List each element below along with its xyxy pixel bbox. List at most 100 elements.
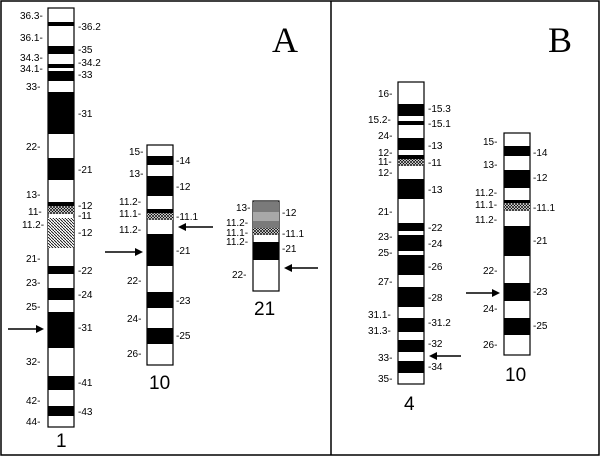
band-label: 23- xyxy=(26,278,40,289)
band-label: -11.1 xyxy=(282,229,304,240)
band-label: -14 xyxy=(176,156,191,167)
band-label: -23 xyxy=(533,287,548,298)
band-label: -22 xyxy=(428,223,443,234)
band-label: -12 xyxy=(176,182,191,193)
band-label: 11- xyxy=(28,207,42,218)
band-label: -43 xyxy=(78,407,93,418)
band-label: 22- xyxy=(127,276,141,287)
band-label: 11.1- xyxy=(226,228,248,239)
band-label: 11.2- xyxy=(22,220,44,231)
band-label: -24 xyxy=(428,239,443,250)
band-label: 11.2- xyxy=(475,188,497,199)
band-label: -36.2 xyxy=(78,22,101,33)
band-label: 25- xyxy=(378,248,392,259)
band-label: 26- xyxy=(483,340,497,351)
band-label: 21- xyxy=(26,254,40,265)
band-label: -33 xyxy=(78,70,93,81)
band-label: 12- xyxy=(378,148,392,159)
band-label: -12 xyxy=(78,201,93,212)
panel-label-b: B xyxy=(548,20,572,60)
band-label: 27- xyxy=(378,277,392,288)
band-label: 31.1- xyxy=(368,310,391,321)
band-label: 11- xyxy=(378,157,392,168)
band-label: 15- xyxy=(129,147,143,158)
band-label: 11.1- xyxy=(119,209,141,220)
chromosome-4-ideogram xyxy=(397,81,425,385)
chromosome-10a-arrow-left xyxy=(105,248,143,256)
band-label: 25- xyxy=(26,302,40,313)
band-label: 35- xyxy=(378,374,392,385)
band-label: -11.1 xyxy=(533,203,555,214)
chromosome-21-left-labels: 13- 11.2- 11.1- 11.2- 22- xyxy=(226,203,250,281)
chromosome-10a-number: 10 xyxy=(149,373,170,394)
band-label: 33- xyxy=(378,353,392,364)
band-label: 22- xyxy=(26,142,40,153)
band-label: 13- xyxy=(483,160,497,171)
band-label: 11.2- xyxy=(226,237,248,248)
chromosome-21-arrow xyxy=(284,264,318,272)
band-label: 15.2- xyxy=(368,115,391,126)
chromosome-10b-left-labels: 15- 13- 11.2- 11.1- 11.2- 22- 24- 26- xyxy=(475,137,497,351)
band-label: 36.1- xyxy=(20,33,43,44)
band-label: -31 xyxy=(78,323,93,334)
band-label: 44- xyxy=(26,417,40,428)
band-label: -25 xyxy=(176,331,191,342)
chromosome-1-left-labels: 36.3- 36.1- 34.3- 34.1- 33- 22- 13- 11- … xyxy=(20,11,44,428)
chromosome-10a-right-labels: -14 -12 -11.1 -21 -23 -25 xyxy=(176,156,198,342)
chromosome-4-arrow xyxy=(429,352,461,360)
chromosome-21-number: 21 xyxy=(254,299,275,320)
band-label: -13 xyxy=(428,141,443,152)
chromosome-10b-ideogram xyxy=(503,132,531,356)
chromosome-10b-right-labels: -14 -12 -11.1 -21 -23 -25 xyxy=(533,148,555,332)
chromosome-4-right-labels: -15.3 -15.1 -13 -11 -13 -22 -24 -26 -28 … xyxy=(428,104,451,373)
chromosome-1-number: 1 xyxy=(56,431,67,452)
band-label: 12- xyxy=(378,168,392,179)
band-label: -21 xyxy=(533,236,548,247)
band-label: -28 xyxy=(428,293,443,304)
band-label: -15.3 xyxy=(428,104,451,115)
band-label: 11.1- xyxy=(475,200,497,211)
band-label: 32- xyxy=(26,357,40,368)
chromosome-1-ideogram xyxy=(47,7,75,428)
band-label: 22- xyxy=(232,270,246,281)
band-label: 15- xyxy=(483,137,497,148)
band-label: 33- xyxy=(26,82,40,93)
band-label: -25 xyxy=(533,321,548,332)
band-label: -21 xyxy=(176,246,191,257)
band-label: 24- xyxy=(378,131,392,142)
band-label: -12 xyxy=(533,173,548,184)
band-label: 24- xyxy=(127,314,141,325)
chromosome-1-right-labels: -36.2 -35 -34.2 -33 -31 -21 -12 -11 -12 … xyxy=(78,22,101,418)
band-label: -15.1 xyxy=(428,119,451,130)
chromosome-10a-arrow-right xyxy=(178,223,213,231)
band-label: 42- xyxy=(26,396,40,407)
band-label: -34.2 xyxy=(78,58,101,69)
band-label: 22- xyxy=(483,266,497,277)
band-label: 21- xyxy=(378,207,392,218)
band-label: -13 xyxy=(428,185,443,196)
band-label: -11 xyxy=(428,158,442,169)
band-label: 26- xyxy=(127,349,141,360)
band-label: 34.1- xyxy=(20,64,43,75)
band-label: -32 xyxy=(428,339,443,350)
band-label: -22 xyxy=(78,266,93,277)
chromosome-4-number: 4 xyxy=(404,394,415,415)
band-label: -31.2 xyxy=(428,318,451,329)
band-label: -34 xyxy=(428,362,443,373)
chromosome-1-arrow xyxy=(8,325,44,333)
band-label: -35 xyxy=(78,45,93,56)
chromosome-10b-arrow xyxy=(466,289,500,297)
band-label: -12 xyxy=(282,208,297,219)
band-label: -21 xyxy=(282,244,297,255)
band-label: 31.3- xyxy=(368,326,391,337)
chromosome-4-left-labels: 16- 15.2- 24- 12- 11- 12- 21- 23- 25- 27… xyxy=(368,89,392,385)
band-label: 11.2- xyxy=(226,218,248,229)
chromosome-21-ideogram xyxy=(252,200,280,292)
band-label: 13- xyxy=(26,190,40,201)
band-label: 24- xyxy=(483,304,497,315)
band-label: 13- xyxy=(129,169,143,180)
band-label: 23- xyxy=(378,232,392,243)
band-label: -21 xyxy=(78,165,93,176)
